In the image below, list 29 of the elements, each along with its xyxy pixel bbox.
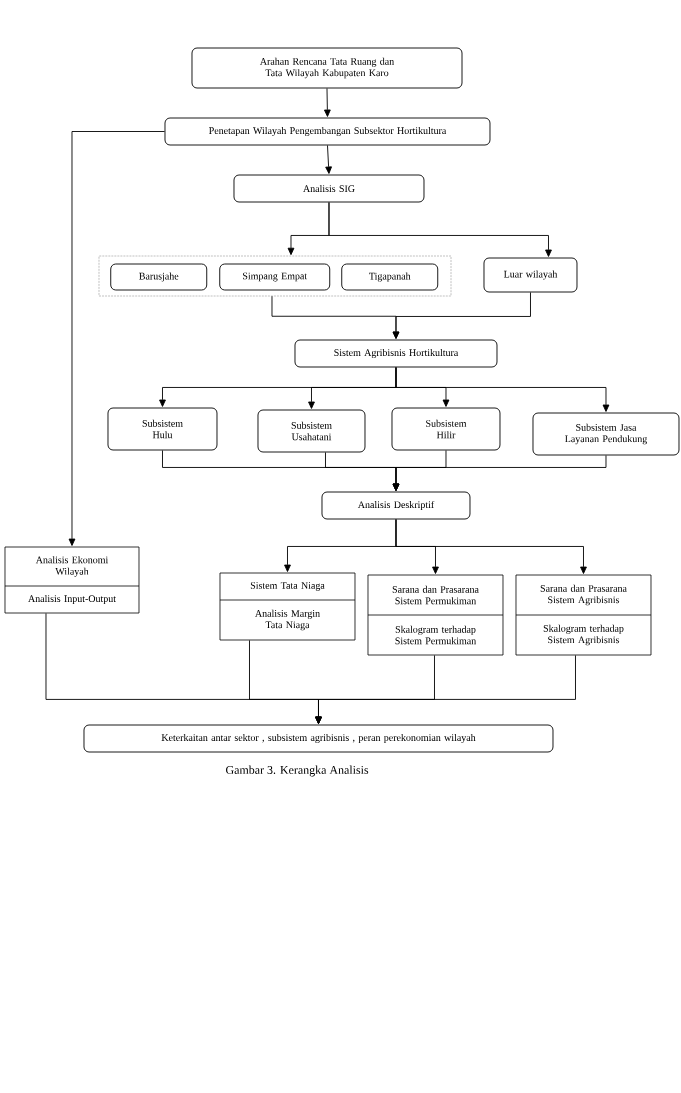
analysis-box: Sarana dan Prasarana Sistem Permukiman Skalogram terhadap Sistem Permukiman bbox=[367, 574, 504, 656]
figure-caption: Gambar 3. Kerangka Analisis bbox=[226, 765, 369, 777]
process-box: Arahan Rencana Tata Ruang dan Tata Wilayah Kabupaten Karo bbox=[191, 47, 463, 89]
arrow bbox=[392, 292, 531, 339]
process-box: Tigapanah bbox=[341, 263, 439, 291]
arrow bbox=[68, 131, 165, 546]
process-box: Analisis Deskriptif bbox=[321, 491, 471, 520]
analysis-box: Sistem Tata Niaga Analisis Margin Tata Niaga bbox=[219, 572, 356, 641]
analysis-box: Analisis Ekonomi Wilayah Analisis Input-Output bbox=[4, 546, 140, 614]
arrow bbox=[395, 367, 610, 412]
process-box: Penetapan Wilayah Pengembangan Subsektor Hortikultura bbox=[164, 117, 491, 146]
process-box: Barusjahe bbox=[110, 263, 208, 291]
arrow bbox=[315, 654, 576, 724]
arrow bbox=[328, 202, 552, 257]
arrow bbox=[324, 88, 331, 117]
process-box: Subsistem Hilir bbox=[391, 407, 501, 451]
process-box: Simpang Empat bbox=[219, 263, 331, 291]
process-box: Sistem Agribisnis Hortikultura bbox=[294, 339, 498, 368]
process-box: Analisis SIG bbox=[233, 174, 425, 203]
process-box: Subsistem Hulu bbox=[107, 407, 218, 451]
process-box: Subsistem Usahatani bbox=[257, 409, 366, 453]
arrow bbox=[392, 455, 607, 491]
analysis-box: Sarana dan Prasarana Sistem Agribisnis Skalogram terhadap Sistem Agribisnis bbox=[515, 574, 652, 656]
process-box: Luar wilayah bbox=[483, 257, 578, 293]
arrow bbox=[325, 145, 332, 174]
process-box: Keterkaitan antar sektor , subsistem agribisnis , peran perekonomian wilayah bbox=[83, 724, 554, 753]
dotted-group-box bbox=[98, 255, 452, 297]
process-box: Subsistem Jasa Layanan Pendukung bbox=[532, 412, 680, 456]
arrow bbox=[395, 519, 587, 574]
